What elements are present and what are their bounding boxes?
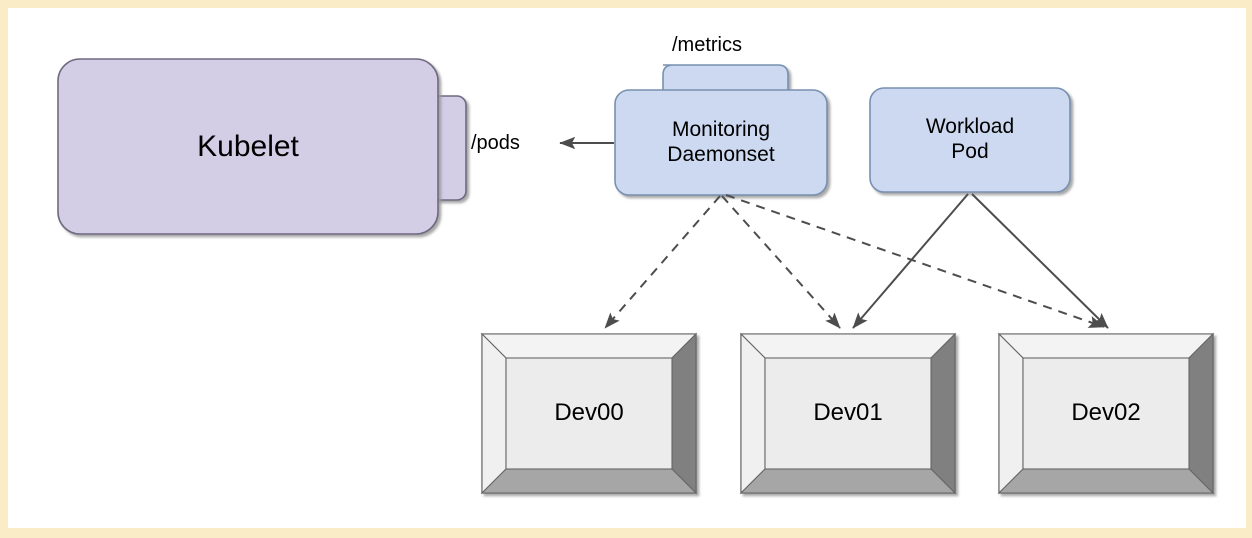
dev02-bevel-bottom bbox=[997, 468, 1215, 494]
diagram-canvas: Kubelet Monitoring Daemonset Workload Po… bbox=[8, 8, 1246, 528]
edge-label-pods: /pods bbox=[471, 132, 520, 154]
edge-label-metrics: /metrics bbox=[672, 34, 742, 56]
workload-pod-body bbox=[869, 87, 1071, 193]
edge-daemonset-to-dev00 bbox=[604, 195, 721, 329]
dev00-bevel-top bbox=[480, 333, 698, 359]
dev00-face bbox=[505, 357, 673, 470]
dev01-bevel-left bbox=[740, 332, 766, 495]
dev01-bevel-top bbox=[739, 333, 957, 359]
dev02-bevel-top bbox=[997, 333, 1215, 359]
edge-daemonset-to-dev01 bbox=[721, 195, 841, 329]
dev02-bevel-right bbox=[1188, 332, 1214, 495]
dev01-face bbox=[764, 357, 932, 470]
dev02-bevel-left bbox=[998, 332, 1024, 495]
node-kubelet[interactable] bbox=[57, 58, 467, 235]
node-dev02[interactable] bbox=[997, 332, 1215, 495]
diagram-svg bbox=[57, 58, 1215, 495]
edge-workloadpod-to-dev02 bbox=[971, 193, 1109, 329]
dev00-bevel-left bbox=[481, 332, 507, 495]
edge-daemonset-to-dev02 bbox=[725, 194, 1105, 328]
dev00-bevel-bottom bbox=[480, 468, 698, 494]
node-dev00[interactable] bbox=[480, 332, 698, 495]
edge-workloadpod-to-dev01 bbox=[852, 193, 969, 329]
daemonset-body bbox=[614, 89, 828, 196]
kubelet-body bbox=[57, 58, 439, 235]
node-monitoring-daemonset[interactable] bbox=[614, 64, 828, 196]
dev02-face bbox=[1022, 357, 1190, 470]
node-workload-pod[interactable] bbox=[869, 87, 1071, 193]
dev01-bevel-bottom bbox=[739, 468, 957, 494]
node-dev01[interactable] bbox=[739, 332, 957, 495]
dev01-bevel-right bbox=[930, 332, 956, 495]
dev00-bevel-right bbox=[671, 332, 697, 495]
